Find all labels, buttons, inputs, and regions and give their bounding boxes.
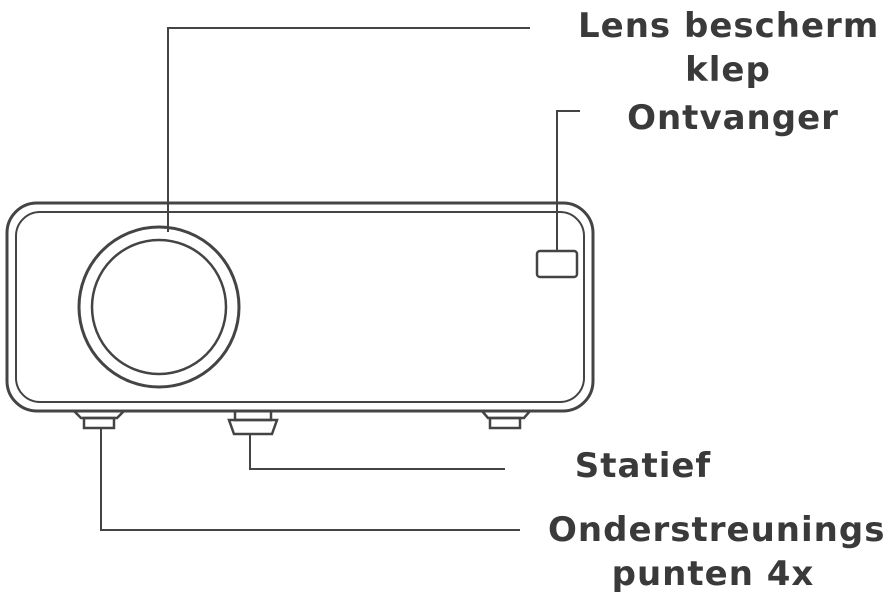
label-tripod-text: Statief [574, 446, 712, 486]
projector-lens [77, 225, 241, 389]
support-foot-right [479, 409, 533, 430]
label-receiver-text: Ontvanger [627, 98, 839, 138]
label-support-points: Onderstreunings punten 4x [548, 508, 884, 596]
leader-line-support-points [100, 428, 520, 531]
label-receiver: Ontvanger [618, 96, 848, 140]
label-support-points-line-1: Onderstreunings [548, 510, 884, 550]
receiver-window [535, 249, 579, 279]
leader-line-receiver [556, 110, 580, 251]
label-lens-cover: Lens bescherm klep [578, 4, 878, 92]
leader-line-lens-cover [167, 27, 530, 232]
label-support-points-line-2: punten 4x [611, 554, 815, 594]
label-lens-cover-line-2: klep [685, 50, 771, 90]
label-lens-cover-line-1: Lens bescherm [578, 6, 880, 46]
support-foot-left [70, 409, 128, 430]
label-tripod: Statief [568, 444, 718, 488]
projector-body [5, 201, 595, 413]
leader-line-tripod [249, 434, 505, 470]
tripod-mount [227, 409, 279, 436]
